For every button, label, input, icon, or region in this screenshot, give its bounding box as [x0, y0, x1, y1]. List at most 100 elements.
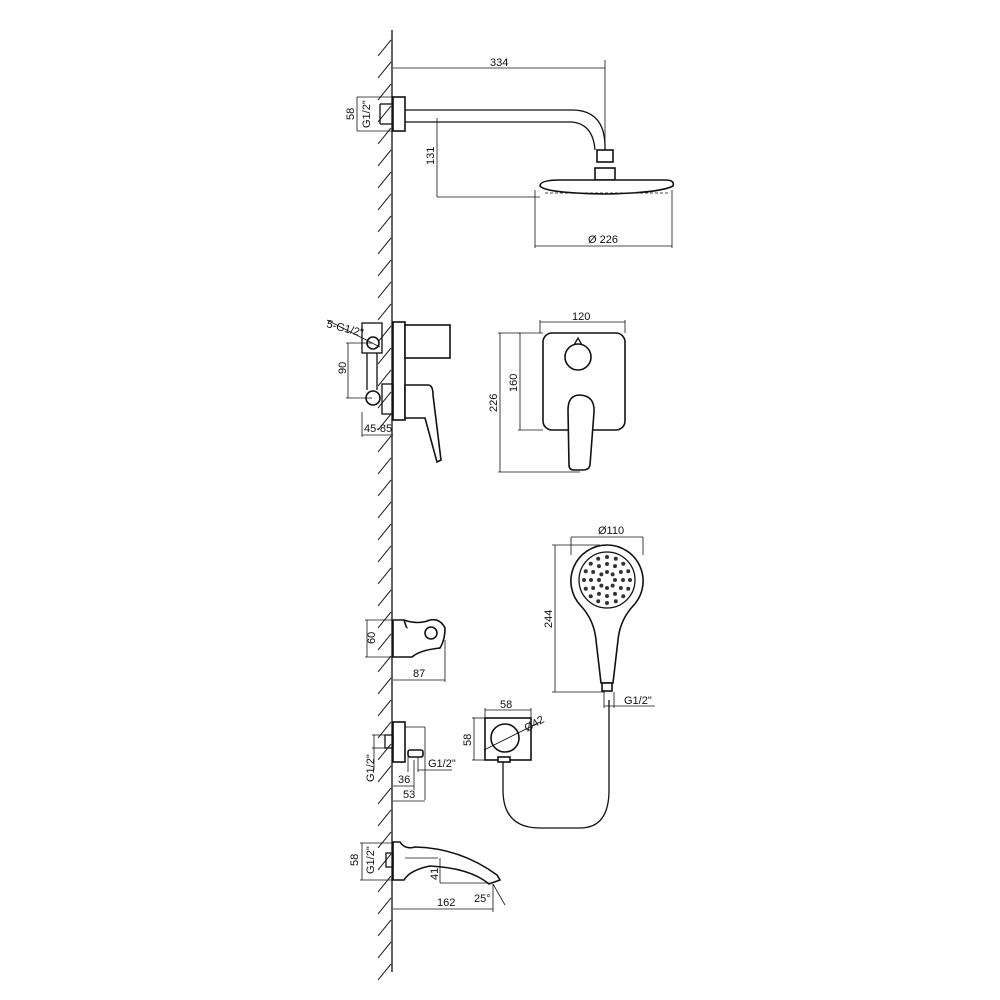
nozzle-dot	[605, 570, 609, 574]
dim-hand-head-diameter: Ø110	[598, 525, 624, 537]
nozzle-dot	[610, 583, 615, 588]
nozzle-dot	[613, 591, 617, 596]
hatch-line	[377, 347, 392, 365]
hatch-line	[377, 413, 392, 431]
dim-flange-height: 58	[345, 108, 357, 120]
hatch-line	[377, 435, 392, 453]
dim-drop: 131	[425, 147, 437, 165]
nozzle-dot	[599, 572, 604, 577]
shower-holder-side-view: 60 87	[365, 618, 446, 682]
hatch-line	[377, 523, 392, 541]
dim-total-height: 226	[488, 394, 500, 412]
nozzle-dot	[591, 570, 596, 574]
hatch-line	[377, 655, 392, 673]
hatch-line	[377, 479, 392, 497]
nozzle-dot	[618, 586, 623, 590]
nozzle-dot	[597, 564, 601, 569]
hand-shower: Ø110 244 G1/2"	[502, 525, 655, 829]
hatch-line	[377, 545, 392, 563]
dim-inlets: 5-G1/2"	[325, 318, 364, 339]
nozzle-dot	[621, 578, 625, 582]
nozzle-dot	[599, 583, 604, 588]
dim-arm-length: 334	[490, 57, 508, 69]
dim-plate-height: 160	[508, 374, 520, 392]
nozzle-dot	[596, 556, 601, 561]
dim-holder-projection: 87	[413, 668, 425, 680]
nozzle-dot	[583, 569, 588, 574]
dim-inlet-spacing: 90	[337, 362, 349, 374]
dim-outlet-thread: G1/2"	[428, 758, 456, 770]
hatch-line	[377, 743, 392, 761]
dim-head-diameter: Ø 226	[588, 234, 618, 246]
hatch-line	[377, 127, 392, 145]
nozzle-dot	[610, 572, 615, 577]
dim-outlet-front-diameter: Ø42	[523, 714, 547, 735]
hatch-line	[377, 567, 392, 585]
hatch-line	[377, 941, 392, 959]
wall-outlet-front-view: 58 58 Ø42	[462, 699, 547, 763]
hatch-line	[377, 237, 392, 255]
nozzle-dot	[597, 578, 601, 582]
nozzle-dot	[596, 599, 601, 604]
hatch-line	[377, 149, 392, 167]
hatch-line	[377, 457, 392, 475]
hatch-line	[377, 787, 392, 805]
wall-outlet-side-view: G1/2" G1/2" 36 53	[365, 721, 456, 802]
hatch-line	[377, 677, 392, 695]
hatch-line	[377, 765, 392, 783]
hatch-line	[377, 39, 392, 57]
hatch-line	[377, 391, 392, 409]
nozzle-dot	[613, 578, 617, 582]
nozzle-dot	[605, 586, 609, 590]
hatch-line	[377, 259, 392, 277]
bath-spout-side-view: 58 G1/2" 41 25° 162	[349, 841, 506, 912]
hatch-line	[377, 919, 392, 937]
hatch-line	[377, 325, 392, 343]
dim-plate-width: 120	[572, 311, 590, 323]
nozzle-dot	[605, 594, 609, 598]
dim-outlet-front-height: 58	[462, 734, 474, 746]
dim-spout-outlet-height: 41	[429, 868, 441, 880]
dim-spout-angle: 25°	[474, 893, 491, 905]
hatch-line	[377, 853, 392, 871]
hatch-line	[377, 215, 392, 233]
nozzle-dot	[588, 561, 593, 566]
nozzle-dot	[621, 594, 626, 599]
dim-spout-thread: G1/2"	[365, 846, 377, 874]
nozzle-dot	[605, 555, 609, 559]
nozzle-dot	[597, 591, 601, 596]
overhead-shower-side-view: 334 58 G1/2" 131 Ø 226	[345, 57, 675, 248]
nozzle-dot	[588, 594, 593, 599]
nozzle-pattern	[582, 555, 632, 605]
hatch-line	[377, 193, 392, 211]
wall	[377, 30, 393, 981]
dim-outlet-inlet-thread: G1/2"	[365, 754, 377, 782]
nozzle-dot	[618, 570, 623, 574]
hatch-line	[377, 589, 392, 607]
hatch-line	[377, 501, 392, 519]
dim-flange-thread: G1/2"	[361, 100, 373, 128]
hatch-line	[377, 897, 392, 915]
nozzle-dot	[605, 601, 609, 605]
hatch-line	[377, 809, 392, 827]
dim-holder-height: 60	[366, 632, 378, 644]
nozzle-dot	[613, 556, 618, 561]
nozzle-dot	[582, 578, 586, 582]
hatch-line	[377, 61, 392, 79]
hatch-line	[377, 171, 392, 189]
hatch-line	[377, 83, 392, 101]
hatch-line	[377, 875, 392, 893]
nozzle-dot	[589, 578, 593, 582]
hatch-line	[377, 281, 392, 299]
hatch-line	[377, 303, 392, 321]
nozzle-dot	[613, 599, 618, 604]
dim-depth: 45-85	[364, 423, 392, 435]
mixer-front-view: 120 160 226	[488, 311, 626, 473]
nozzle-dot	[626, 586, 631, 591]
hatch-line	[377, 633, 392, 651]
nozzle-dot	[605, 562, 609, 566]
dim-spout-height: 58	[349, 854, 361, 866]
hatch-line	[377, 369, 392, 387]
